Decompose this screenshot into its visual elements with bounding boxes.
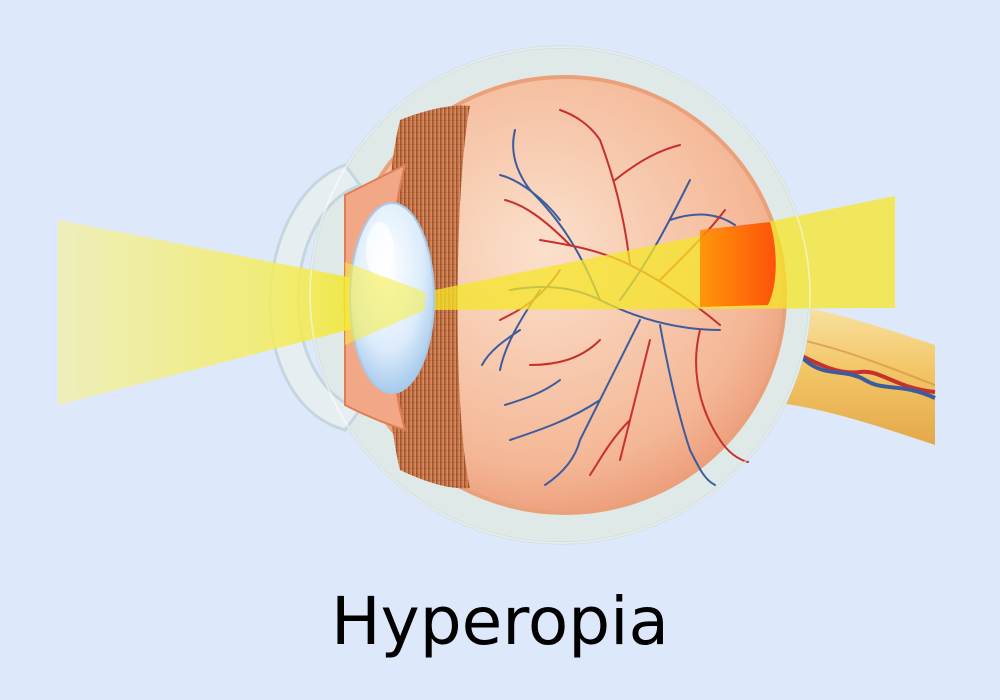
- refracted-light-beam: [425, 196, 895, 310]
- diagram-title: Hyperopia: [331, 583, 669, 660]
- lens-light-overlay: [345, 262, 425, 345]
- focal-point-highlight: [700, 222, 776, 307]
- incoming-light-beam: [58, 220, 425, 405]
- cornea: [268, 163, 363, 432]
- eye-cross-section-illustration: [58, 45, 936, 545]
- sclera-rim: [309, 46, 811, 544]
- lens-highlight: [366, 222, 394, 278]
